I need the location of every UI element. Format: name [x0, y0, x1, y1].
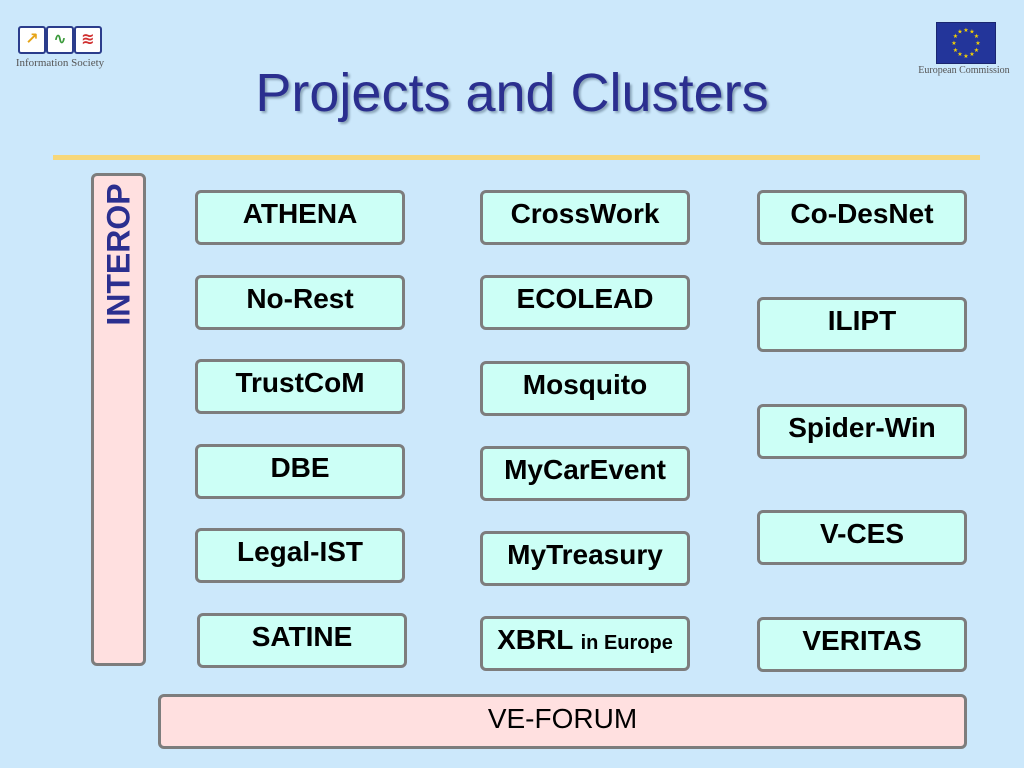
project-mycarevent: MyCarEvent: [480, 446, 690, 501]
svg-text:★: ★: [953, 47, 958, 54]
project-legal-ist: Legal-IST: [195, 528, 405, 583]
european-commission-caption: European Commission: [918, 65, 1010, 76]
arrow-icon: ↗: [18, 26, 46, 54]
page-title: Projects and Clusters: [255, 63, 769, 123]
project-athena: ATHENA: [195, 190, 405, 245]
information-society-logo: ↗ ∿ ≋ Information Society: [8, 24, 112, 74]
wave-icon: ∿: [46, 26, 74, 54]
project-mytreasury: MyTreasury: [480, 531, 690, 586]
interop-cluster: INTEROP: [91, 173, 146, 666]
svg-text:★: ★: [974, 47, 979, 54]
project-dbe: DBE: [195, 444, 405, 499]
svg-text:★: ★: [963, 27, 968, 34]
project-veritas: VERITAS: [757, 617, 967, 672]
svg-text:★: ★: [957, 29, 962, 36]
svg-text:★: ★: [974, 33, 979, 40]
ve-forum-label: VE-FORUM: [487, 703, 638, 734]
project-mosquito: Mosquito: [480, 361, 690, 416]
svg-text:★: ★: [975, 40, 980, 47]
project-ilipt: ILIPT: [757, 297, 967, 352]
interop-label: INTEROP: [100, 183, 137, 326]
european-commission-logo: ★★★ ★★★ ★★★ ★★★ European Commission: [904, 20, 1024, 80]
project-spider-win: Spider-Win: [757, 404, 967, 459]
project-co-desnet: Co-DesNet: [757, 190, 967, 245]
project-v-ces: V-CES: [757, 510, 967, 565]
xbrl-label: XBRL: [497, 624, 573, 655]
eu-flag-icon: ★★★ ★★★ ★★★ ★★★: [936, 22, 996, 64]
project-crosswork: CrossWork: [480, 190, 690, 245]
project-trustcom: TrustCoM: [195, 359, 405, 414]
svg-text:★: ★: [951, 40, 956, 47]
project-no-rest: No-Rest: [195, 275, 405, 330]
svg-text:★: ★: [969, 29, 974, 36]
logo-tiles: ↗ ∿ ≋: [18, 26, 102, 54]
title-divider: [53, 155, 980, 160]
lines-icon: ≋: [74, 26, 102, 54]
svg-text:★: ★: [953, 33, 958, 40]
svg-text:★: ★: [957, 51, 962, 58]
information-society-caption: Information Society: [15, 57, 105, 69]
svg-text:★: ★: [963, 53, 968, 60]
project-xbrl-in-europe: XBRL in Europe: [480, 616, 690, 671]
xbrl-suffix: in Europe: [580, 632, 673, 654]
ve-forum-cluster: VE-FORUM: [158, 694, 967, 749]
project-ecolead: ECOLEAD: [480, 275, 690, 330]
project-satine: SATINE: [197, 613, 407, 668]
svg-text:★: ★: [969, 51, 974, 58]
